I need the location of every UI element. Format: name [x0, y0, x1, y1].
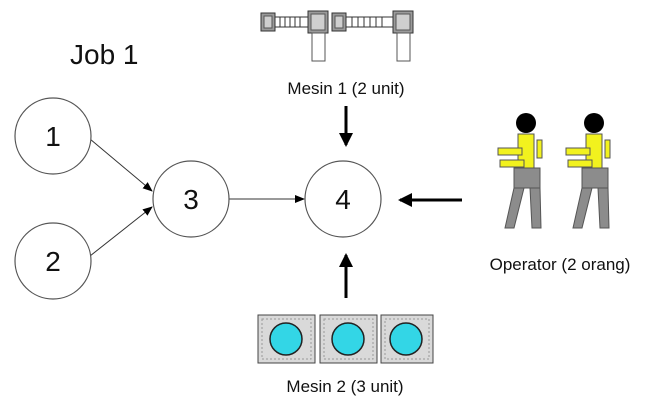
job-title: Job 1: [70, 39, 139, 70]
mesin1-label: Mesin 1 (2 unit): [287, 79, 404, 98]
operator-2-icon: [565, 113, 611, 229]
mesin2-unit-2-icon: [319, 314, 378, 364]
node-3-label: 3: [183, 184, 199, 215]
mesin2-label: Mesin 2 (3 unit): [286, 377, 403, 396]
node-3: 3: [152, 160, 230, 238]
operator-label: Operator (2 orang): [490, 255, 631, 274]
mesin2-icon: [257, 314, 434, 364]
edge-1-3: [89, 138, 153, 192]
node-2-label: 2: [45, 246, 61, 277]
node-4-label: 4: [335, 184, 351, 215]
edge-2-3: [89, 206, 153, 257]
operator-icon: [497, 113, 611, 229]
mesin2-unit-3-icon: [380, 314, 434, 364]
mesin1-unit-2-icon: [331, 10, 414, 62]
node-1: 1: [14, 97, 92, 175]
node-4: 4: [304, 160, 382, 238]
mesin1-unit-1-icon: [260, 10, 329, 62]
operator-1-icon: [497, 113, 543, 229]
node-2: 2: [14, 222, 92, 300]
node-1-label: 1: [45, 121, 61, 152]
mesin1-icon: [260, 10, 414, 62]
mesin2-unit-1-icon: [257, 314, 316, 364]
